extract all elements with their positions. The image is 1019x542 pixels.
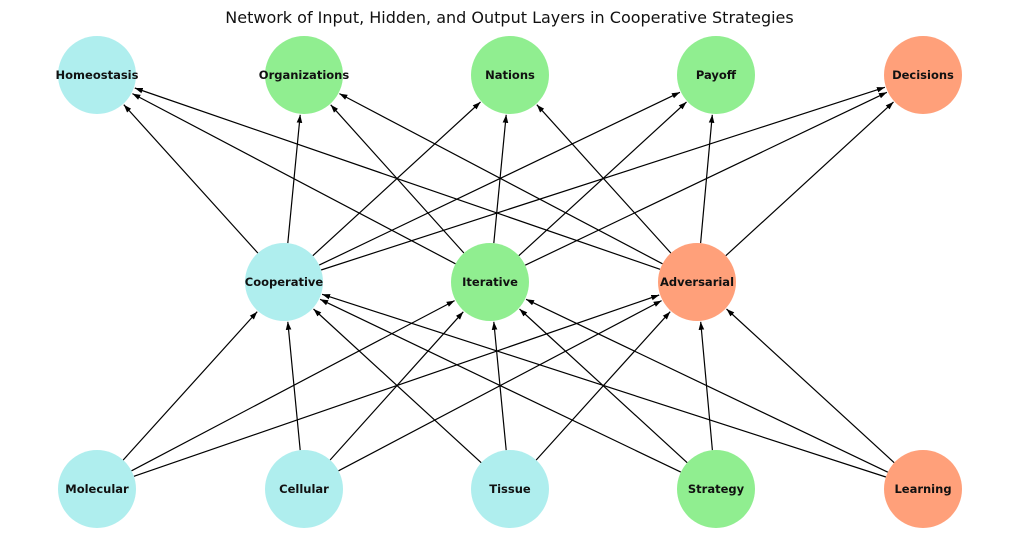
node-cooperative: Cooperative bbox=[245, 243, 324, 321]
edge-iterative-to-homeostasis bbox=[132, 93, 456, 265]
node-label: Strategy bbox=[688, 482, 745, 496]
node-organizations: Organizations bbox=[259, 36, 350, 114]
node-label: Homeostasis bbox=[56, 68, 139, 82]
node-adversarial: Adversarial bbox=[658, 243, 736, 321]
node-circle bbox=[265, 36, 343, 114]
edge-adversarial-to-nations bbox=[536, 104, 672, 254]
node-label: Adversarial bbox=[660, 275, 734, 289]
node-homeostasis: Homeostasis bbox=[56, 36, 139, 114]
node-label: Decisions bbox=[892, 68, 954, 82]
node-payoff: Payoff bbox=[677, 36, 755, 114]
edge-strategy-to-cooperative bbox=[319, 298, 682, 473]
node-circle bbox=[471, 450, 549, 528]
edge-tissue-to-cooperative bbox=[313, 308, 482, 464]
node-label: Organizations bbox=[259, 68, 350, 82]
node-circle bbox=[677, 450, 755, 528]
node-label: Cellular bbox=[279, 482, 329, 496]
node-iterative: Iterative bbox=[451, 243, 529, 321]
node-decisions: Decisions bbox=[884, 36, 962, 114]
node-circle bbox=[471, 36, 549, 114]
edges-layer bbox=[122, 86, 895, 478]
node-label: Nations bbox=[485, 68, 535, 82]
node-tissue: Tissue bbox=[471, 450, 549, 528]
node-circle bbox=[884, 36, 962, 114]
node-circle bbox=[451, 243, 529, 321]
node-molecular: Molecular bbox=[58, 450, 136, 528]
edge-adversarial-to-homeostasis bbox=[134, 87, 661, 270]
diagram-title: Network of Input, Hidden, and Output Lay… bbox=[225, 8, 794, 27]
node-circle bbox=[58, 450, 136, 528]
edge-learning-to-iterative bbox=[525, 298, 889, 473]
node-circle bbox=[265, 450, 343, 528]
edge-iterative-to-nations bbox=[493, 114, 509, 244]
edge-adversarial-to-payoff bbox=[700, 114, 715, 244]
edge-molecular-to-iterative bbox=[131, 300, 455, 472]
edge-adversarial-to-decisions bbox=[725, 101, 894, 257]
node-cellular: Cellular bbox=[265, 450, 343, 528]
node-circle bbox=[58, 36, 136, 114]
node-circle bbox=[677, 36, 755, 114]
node-strategy: Strategy bbox=[677, 450, 755, 528]
edge-cellular-to-cooperative bbox=[285, 321, 301, 451]
node-circle bbox=[884, 450, 962, 528]
node-label: Iterative bbox=[462, 275, 518, 289]
nodes-layer: Homeostasis Organizations Nations Payoff Dec… bbox=[56, 36, 962, 528]
node-label: Learning bbox=[894, 482, 951, 496]
node-circle bbox=[245, 243, 323, 321]
edge-cooperative-to-homeostasis bbox=[123, 104, 259, 254]
edge-learning-to-cooperative bbox=[321, 293, 887, 478]
edge-adversarial-to-organizations bbox=[339, 93, 663, 265]
node-learning: Learning bbox=[884, 450, 962, 528]
node-label: Payoff bbox=[696, 68, 737, 82]
edge-molecular-to-cooperative bbox=[122, 311, 258, 461]
edge-learning-to-adversarial bbox=[726, 308, 895, 464]
node-label: Tissue bbox=[489, 482, 531, 496]
node-circle bbox=[658, 243, 736, 321]
node-nations: Nations bbox=[471, 36, 549, 114]
node-label: Molecular bbox=[65, 482, 129, 496]
node-label: Cooperative bbox=[245, 275, 324, 289]
